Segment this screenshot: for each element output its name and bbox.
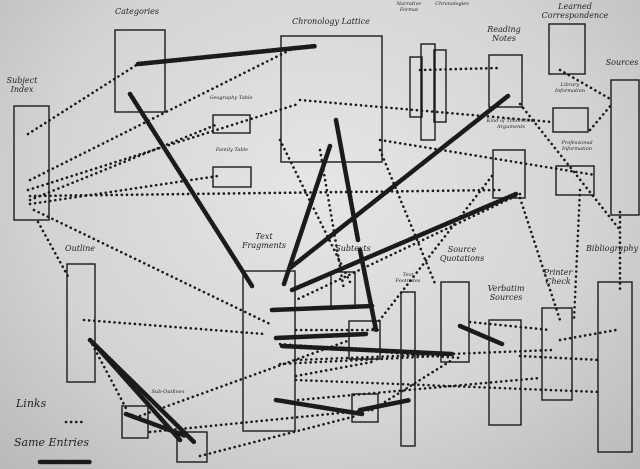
same-entry: [273, 397, 365, 417]
chronologies-box-2: [420, 43, 436, 141]
link: [198, 414, 358, 458]
link: [294, 192, 522, 302]
link: [138, 338, 352, 418]
verbatim-sources-box: [488, 319, 522, 426]
label-sources: Sources: [605, 58, 639, 67]
link: [572, 188, 582, 322]
same-entry: [287, 93, 511, 271]
label-narrative-format: Narrative Format: [396, 1, 422, 13]
label-subtexts: Subtexts: [335, 244, 371, 253]
link: [296, 376, 542, 402]
text-fragments-box: [242, 270, 296, 432]
same-entry: [93, 343, 183, 443]
link: [418, 66, 502, 72]
same-entry: [279, 343, 455, 357]
same-entry: [273, 331, 369, 341]
link: [370, 174, 494, 332]
link: [518, 102, 622, 232]
label-family-table: Family Table: [215, 147, 249, 153]
label-bibliography: Bibliography: [586, 244, 638, 253]
link: [468, 320, 552, 332]
link: [294, 360, 374, 378]
link: [558, 328, 618, 342]
link: [294, 378, 602, 394]
categories-box: [114, 29, 166, 113]
same-entry: [457, 323, 505, 347]
label-professional-information: Professional Information: [561, 140, 593, 152]
sources-box: [610, 79, 640, 216]
label-reading-notes: Reading Notes: [487, 25, 521, 43]
learned-correspondence-box: [548, 23, 586, 75]
label-kind-of-theoretical-arguments: Kind of Theoretical Arguments: [486, 118, 536, 130]
link: [278, 138, 352, 284]
subtexts-box-2: [348, 320, 381, 360]
link: [32, 208, 272, 326]
same-entry: [123, 411, 189, 439]
link: [558, 68, 614, 102]
chronologies-box-1: [409, 56, 423, 118]
chronology-lattice-box: [280, 35, 383, 163]
label-geography-table: Geography Table: [209, 95, 253, 101]
link: [82, 318, 266, 336]
label-outline: Outline: [65, 244, 95, 253]
bibliography-box: [597, 281, 633, 453]
outline-box: [66, 263, 96, 383]
legend-same-entries-label: Same Entries: [14, 436, 89, 449]
same-entry: [281, 143, 333, 287]
same-entry: [289, 191, 519, 293]
label-library-information: Library Information: [554, 82, 585, 94]
subtexts-box-1: [330, 271, 356, 309]
label-text-fragments: Text Fragments: [241, 232, 287, 250]
sub-outline-box-2: [176, 431, 208, 463]
printer-check-box: [541, 307, 573, 401]
link: [36, 220, 72, 282]
link: [588, 102, 614, 132]
reading-notes-box: [488, 54, 523, 108]
link: [26, 62, 140, 136]
label-chronology-lattice: Chronology Lattice: [292, 17, 370, 26]
label-sub-outlines: Sub-Outlines: [151, 389, 185, 395]
theoretical-arguments-box: [492, 149, 526, 199]
label-categories: Categories: [115, 7, 159, 16]
legend-links-label: Links: [16, 397, 47, 410]
same-entry: [333, 117, 361, 243]
label-verbatim-sources: Verbatim Sources: [487, 284, 525, 302]
label-text-footnotes: Text Footnotes: [395, 272, 421, 284]
link: [378, 138, 597, 177]
link: [28, 188, 502, 198]
same-entry: [357, 247, 379, 333]
link: [318, 148, 346, 292]
link: [518, 196, 562, 322]
label-source-quotations: Source Quotations: [439, 245, 485, 263]
chronologies-box-3: [433, 49, 447, 123]
link: [88, 338, 130, 414]
same-entry: [357, 397, 413, 413]
same-entry: [269, 303, 375, 313]
link: [298, 98, 554, 124]
same-entry: [135, 43, 319, 67]
link: [148, 408, 372, 434]
professional-information-box: [555, 165, 595, 196]
family-table-box: [212, 166, 252, 188]
link: [28, 44, 300, 182]
geography-table-box: [212, 114, 251, 134]
label-learned-correspondence: Learned Correspondence: [541, 2, 609, 20]
library-information-box: [552, 107, 589, 133]
label-printer-check: Printer Check: [543, 268, 573, 286]
link: [518, 354, 602, 362]
label-subject-index: Subject Index: [6, 76, 38, 94]
link: [28, 122, 220, 202]
text-footnotes-box: [400, 291, 416, 447]
subject-index-box: [13, 105, 50, 221]
link: [294, 348, 554, 362]
same-entry: [127, 91, 255, 289]
link: [370, 358, 454, 412]
link: [378, 148, 438, 288]
source-quotations-box: [440, 281, 470, 363]
label-chronologies: Chronologies: [435, 1, 469, 7]
link: [278, 354, 442, 366]
